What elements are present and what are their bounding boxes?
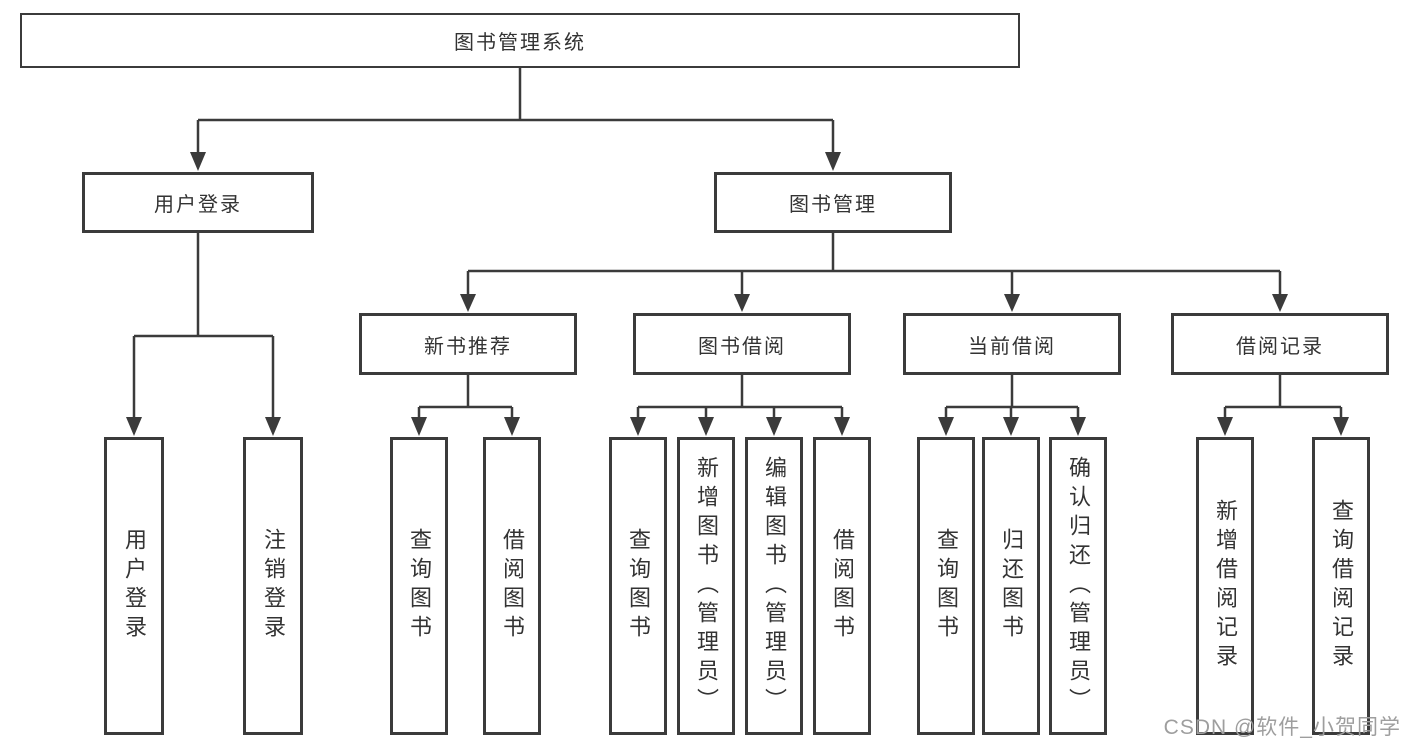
node-user-login-branch: 用户登录 <box>82 172 314 233</box>
node-current-borrowing: 当前借阅 <box>903 313 1121 375</box>
leaf-return-books: 归还图书 <box>982 437 1040 735</box>
node-label: 用户登录 <box>154 194 242 216</box>
node-label: 归还图书 <box>999 528 1024 644</box>
node-label: 当前借阅 <box>968 335 1056 358</box>
node-label: 图书借阅 <box>698 335 786 358</box>
leaf-add-books-admin: 新增图书（管理员） <box>677 437 735 735</box>
node-label: 图书管理系统 <box>454 32 586 54</box>
node-label: 用户登录 <box>122 528 147 644</box>
node-label: 新增图书（管理员） <box>694 455 719 717</box>
node-label: 编辑图书（管理员） <box>762 455 787 717</box>
node-label: 借阅图书 <box>830 528 855 644</box>
node-borrowing-records: 借阅记录 <box>1171 313 1389 375</box>
leaf-borrow-books: 借阅图书 <box>813 437 871 735</box>
leaf-query-books-current: 查询图书 <box>917 437 975 735</box>
node-label: 借阅图书 <box>500 528 525 644</box>
node-new-book-recommendation: 新书推荐 <box>359 313 577 375</box>
leaf-borrow-books-recommend: 借阅图书 <box>483 437 541 735</box>
leaf-user-login: 用户登录 <box>104 437 164 735</box>
node-label: 查询图书 <box>934 528 959 644</box>
node-library-management-system: 图书管理系统 <box>20 13 1020 68</box>
node-book-management-branch: 图书管理 <box>714 172 952 233</box>
node-label: 查询图书 <box>626 528 651 644</box>
node-label: 确认归还（管理员） <box>1066 455 1091 717</box>
leaf-logout: 注销登录 <box>243 437 303 735</box>
leaf-query-borrow-record: 查询借阅记录 <box>1312 437 1370 735</box>
node-label: 注销登录 <box>261 528 286 644</box>
node-book-borrowing: 图书借阅 <box>633 313 851 375</box>
leaf-query-books-borrowing: 查询图书 <box>609 437 667 735</box>
node-label: 图书管理 <box>789 194 877 216</box>
node-label: 借阅记录 <box>1236 335 1324 358</box>
node-label: 新增借阅记录 <box>1213 499 1238 673</box>
node-label: 查询图书 <box>407 528 432 644</box>
leaf-confirm-return-admin: 确认归还（管理员） <box>1049 437 1107 735</box>
leaf-edit-books-admin: 编辑图书（管理员） <box>745 437 803 735</box>
node-label: 查询借阅记录 <box>1329 499 1354 673</box>
csdn-watermark: CSDN @软件_小贺同学 <box>1163 716 1401 739</box>
leaf-query-books-recommend: 查询图书 <box>390 437 448 735</box>
leaf-add-borrow-record: 新增借阅记录 <box>1196 437 1254 735</box>
node-label: 新书推荐 <box>424 335 512 358</box>
